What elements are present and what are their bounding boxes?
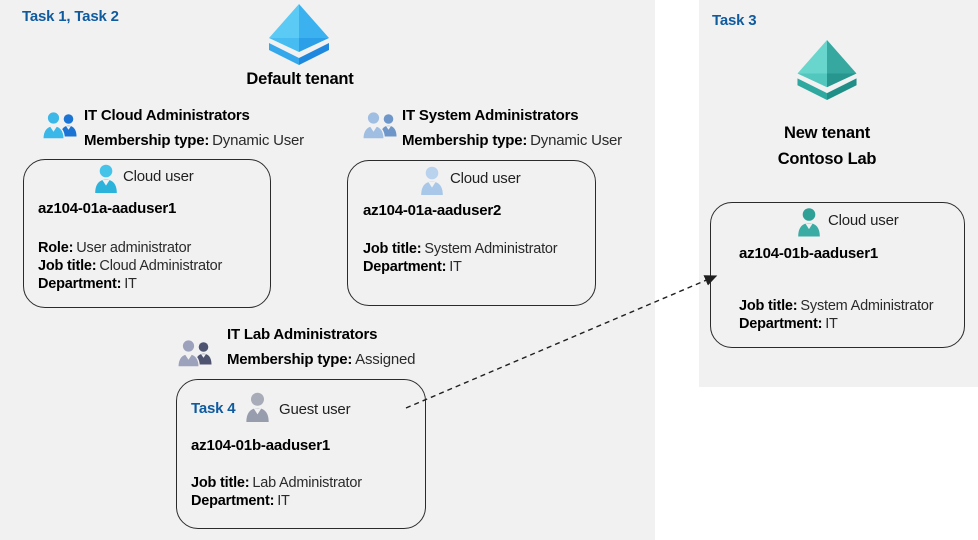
guest-user-card: Task 4 Guest user az104-01b-aaduser1 Job…: [176, 379, 426, 529]
group-duo-icon-gray: [177, 337, 213, 370]
field-job-title: Job title:System Administrator: [739, 298, 934, 314]
cloud-user-icon-cyan: [94, 164, 118, 194]
new-tenant-title-line1: New tenant: [783, 124, 870, 142]
field-label: Role:: [38, 240, 74, 256]
field-department: Department:IT: [191, 493, 290, 509]
azure-ad-tenant-icon-teal: [795, 40, 859, 101]
membership-type-label: Membership type:: [227, 351, 353, 368]
membership-type-value: Dynamic User: [212, 132, 304, 149]
cloud-user-card-aaduser2: Cloud user az104-01a-aaduser2 Job title:…: [347, 160, 596, 306]
group-membership-it-system-admins: Membership type:Dynamic User: [402, 132, 622, 149]
membership-type-value: Dynamic User: [530, 132, 622, 149]
default-tenant-title: Default tenant: [246, 70, 354, 88]
field-value: IT: [124, 276, 137, 292]
field-job-title: Job title:System Administrator: [363, 241, 558, 257]
field-value: Cloud Administrator: [99, 258, 223, 274]
group-duo-icon-steel: [362, 109, 398, 142]
field-role: Role:User administrator: [38, 240, 191, 256]
field-label: Job title:: [38, 258, 97, 274]
username: az104-01a-aaduser1: [38, 200, 177, 217]
field-department: Department:IT: [38, 276, 137, 292]
membership-type-value: Assigned: [355, 351, 416, 368]
membership-type-label: Membership type:: [84, 132, 210, 149]
group-name-it-lab-admins: IT Lab Administrators: [227, 326, 378, 343]
field-value: Lab Administrator: [252, 475, 362, 491]
username: az104-01b-aaduser1: [739, 245, 878, 262]
user-type-label: Cloud user: [828, 212, 899, 229]
field-label: Department:: [363, 259, 447, 275]
field-value: IT: [277, 493, 290, 509]
field-job-title: Job title:Lab Administrator: [191, 475, 362, 491]
field-value: System Administrator: [800, 298, 934, 314]
field-label: Job title:: [191, 475, 250, 491]
user-type-label: Cloud user: [450, 170, 521, 187]
field-label: Department:: [38, 276, 122, 292]
field-value: IT: [825, 316, 838, 332]
cloud-user-icon-teal: [797, 207, 821, 238]
username: az104-01b-aaduser1: [191, 437, 330, 454]
azure-ad-tenant-icon-blue: [267, 4, 331, 66]
cloud-user-icon-lightblue: [420, 166, 444, 196]
new-tenant-title-line2: Contoso Lab: [777, 150, 877, 168]
field-label: Department:: [191, 493, 275, 509]
field-job-title: Job title:Cloud Administrator: [38, 258, 222, 274]
field-label: Job title:: [739, 298, 798, 314]
group-membership-it-cloud-admins: Membership type:Dynamic User: [84, 132, 304, 149]
user-type-label: Cloud user: [123, 168, 194, 185]
username: az104-01a-aaduser2: [363, 202, 502, 219]
task-1-2-label: Task 1, Task 2: [22, 8, 119, 25]
cloud-user-card-aaduser1: Cloud user az104-01a-aaduser1 Role:User …: [23, 159, 271, 308]
field-department: Department:IT: [739, 316, 838, 332]
field-value: System Administrator: [424, 241, 558, 257]
field-label: Department:: [739, 316, 823, 332]
field-department: Department:IT: [363, 259, 462, 275]
group-membership-it-lab-admins: Membership type:Assigned: [227, 351, 415, 368]
group-duo-icon-blue: [42, 109, 78, 142]
field-value: IT: [449, 259, 462, 275]
user-type-label: Guest user: [279, 401, 351, 418]
field-label: Job title:: [363, 241, 422, 257]
task-3-label: Task 3: [712, 12, 757, 29]
default-tenant-panel: [0, 0, 655, 540]
field-value: User administrator: [76, 240, 192, 256]
group-name-it-system-admins: IT System Administrators: [402, 107, 579, 124]
guest-user-icon-gray: [245, 392, 270, 423]
membership-type-label: Membership type:: [402, 132, 528, 149]
task-4-label: Task 4: [191, 400, 236, 417]
new-tenant-cloud-user-card: Cloud user az104-01b-aaduser1 Job title:…: [710, 202, 965, 348]
group-name-it-cloud-admins: IT Cloud Administrators: [84, 107, 250, 124]
